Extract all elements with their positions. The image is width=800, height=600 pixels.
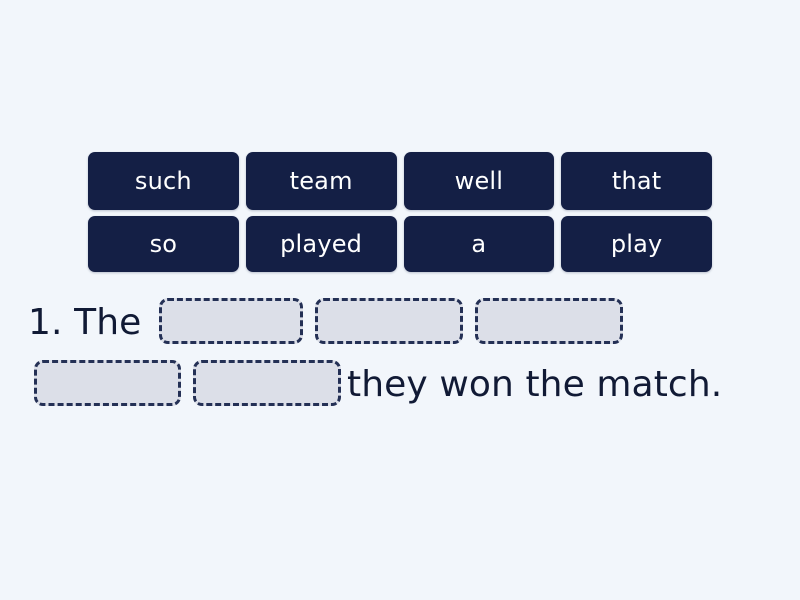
question-lead-text <box>63 302 75 343</box>
question-sentence: 1. The they won the match. <box>28 292 776 416</box>
word-tile-such[interactable]: such <box>88 152 239 210</box>
answer-blank-5[interactable] <box>193 360 341 406</box>
word-bank: such team well that so played a play <box>88 152 712 272</box>
word-tile-played[interactable]: played <box>245 216 397 272</box>
question-tail-text: they won the match. <box>347 364 723 405</box>
word-tile-so[interactable]: so <box>88 216 239 272</box>
word-tile-team[interactable]: team <box>245 152 397 210</box>
word-tile-a[interactable]: a <box>403 216 555 272</box>
question-number: 1. <box>28 302 63 343</box>
answer-blank-2[interactable] <box>314 298 463 344</box>
word-tile-that[interactable]: that <box>561 152 712 210</box>
word-tile-well[interactable]: well <box>403 152 555 210</box>
answer-blank-1[interactable] <box>158 298 303 344</box>
word-tile-play[interactable]: play <box>561 216 712 272</box>
word-bank-row-2: so played a play <box>88 216 712 272</box>
answer-blank-4[interactable] <box>34 360 181 406</box>
question-lead-words: The <box>74 302 153 343</box>
answer-blank-3[interactable] <box>474 298 623 344</box>
word-bank-row-1: such team well that <box>88 152 712 210</box>
